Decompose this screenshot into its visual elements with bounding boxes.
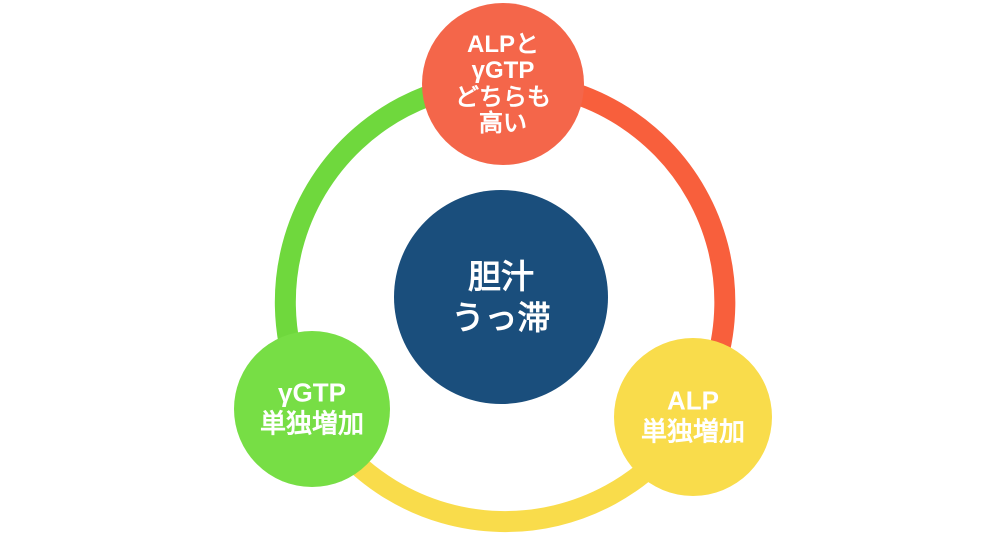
- label-line: 単独増加: [259, 408, 365, 438]
- node-label-alp-only: ALP 単独増加: [641, 385, 745, 446]
- label-line: γGTP: [278, 377, 346, 408]
- label-line: どちらも: [455, 84, 551, 111]
- label-line: 胆汁: [468, 257, 534, 295]
- label-line: うっ滞: [451, 299, 551, 336]
- node-circle-both-high: [422, 3, 584, 165]
- label-line: 高い: [479, 110, 527, 138]
- label-line: γGTP: [471, 57, 535, 85]
- center-circle-cholestasis: [394, 190, 608, 404]
- node-label-both-high: ALPと γGTP どちらも 高い: [455, 31, 551, 138]
- label-line: 単独増加: [640, 416, 746, 446]
- node-label-ygtp-only: γGTP 単独増加: [260, 377, 364, 438]
- label-line: ALPと: [467, 31, 539, 59]
- node-circle-alp-only: [614, 338, 772, 496]
- center-label-cholestasis: 胆汁 うっ滞: [452, 256, 551, 339]
- label-line: ALP: [666, 385, 719, 416]
- node-circle-ygtp-only: [234, 331, 390, 487]
